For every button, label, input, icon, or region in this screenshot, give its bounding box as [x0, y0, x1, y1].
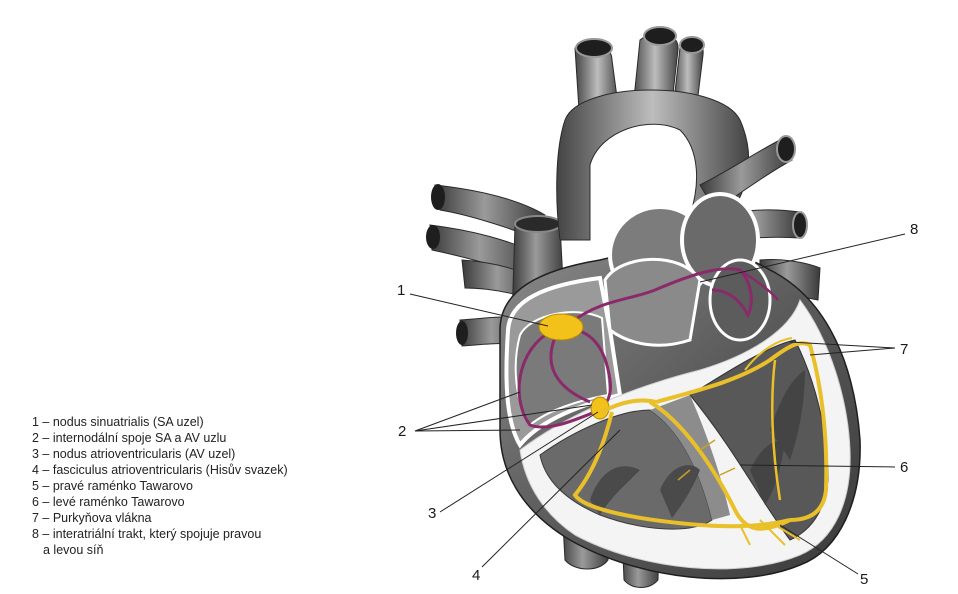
- label-2: 2: [398, 423, 406, 440]
- legend: 1 – nodus sinuatrialis (SA uzel) 2 – int…: [32, 414, 288, 558]
- label-7: 7: [900, 341, 908, 358]
- legend-item: 1 – nodus sinuatrialis (SA uzel): [32, 414, 288, 430]
- label-6: 6: [900, 459, 908, 476]
- label-3: 3: [428, 505, 436, 522]
- legend-item: 3 – nodus atrioventricularis (AV uzel): [32, 446, 288, 462]
- legend-item: 7 – Purkyňova vlákna: [32, 510, 288, 526]
- label-5: 5: [860, 571, 868, 588]
- legend-item: 6 – levé raménko Tawarovo: [32, 494, 288, 510]
- legend-item: 5 – pravé raménko Tawarovo: [32, 478, 288, 494]
- legend-item: 8 – interatriální trakt, který spojuje p…: [32, 526, 288, 542]
- label-1: 1: [397, 282, 405, 299]
- legend-item-continuation: a levou síň: [32, 542, 288, 558]
- label-8: 8: [910, 221, 918, 238]
- label-4: 4: [472, 567, 480, 584]
- legend-item: 2 – internodální spoje SA a AV uzlu: [32, 430, 288, 446]
- legend-item: 4 – fasciculus atrioventricularis (Hisův…: [32, 462, 288, 478]
- sa-node: [539, 314, 583, 340]
